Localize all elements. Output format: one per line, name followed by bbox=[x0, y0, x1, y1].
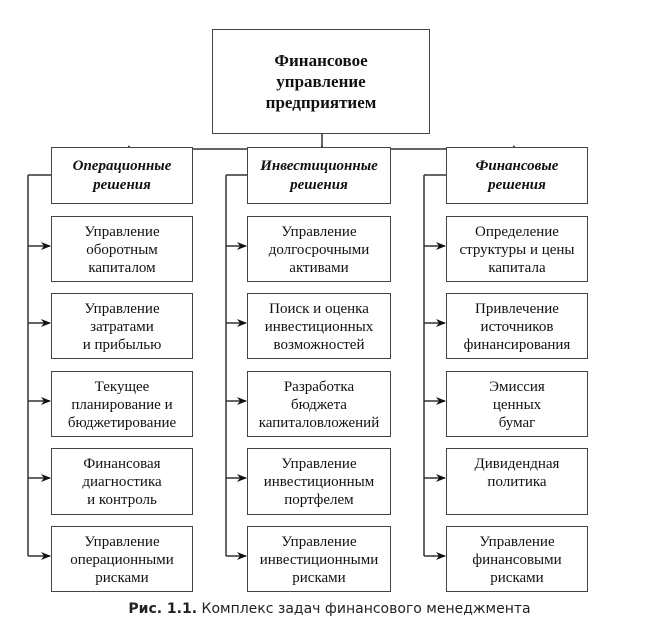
task-label: Управление оборотным капиталом bbox=[84, 224, 160, 276]
task-label: Управление инвестиционными рисками bbox=[259, 534, 379, 586]
task-label: Управление операционными рисками bbox=[70, 534, 174, 586]
task-box: Управление финансовыми рисками bbox=[446, 526, 588, 592]
task-box: Поиск и оценка инвестиционных возможност… bbox=[247, 293, 391, 359]
task-label: Текущее планирование и бюджетирование bbox=[67, 379, 177, 431]
task-box: Определение структуры и цены капитала bbox=[446, 216, 588, 282]
task-box: Управление оборотным капиталом bbox=[51, 216, 193, 282]
task-label: Привлечение источников финансирования bbox=[463, 301, 571, 353]
column-title: Инвестиционные решения bbox=[260, 157, 378, 193]
task-label: Эмиссия ценных бумаг bbox=[489, 379, 545, 431]
task-box: Разработка бюджета капиталовложений bbox=[247, 371, 391, 437]
task-label: Управление инвестиционным портфелем bbox=[263, 456, 375, 508]
caption-label: Рис. 1.1. bbox=[128, 601, 198, 617]
task-label: Финансовая диагностика и контроль bbox=[82, 456, 162, 508]
task-box: Финансовая диагностика и контроль bbox=[51, 448, 193, 515]
root-title: Финансовое управление предприятием bbox=[265, 51, 377, 112]
task-box: Управление затратами и прибылью bbox=[51, 293, 193, 359]
task-label: Управление затратами и прибылью bbox=[82, 301, 162, 353]
task-box: Управление инвестиционным портфелем bbox=[247, 448, 391, 515]
column-title: Финансовые решения bbox=[475, 157, 559, 193]
caption-text: Комплекс задач финансового менеджмента bbox=[201, 601, 531, 617]
task-box: Управление инвестиционными рисками bbox=[247, 526, 391, 592]
column-header-operational: Операционные решения bbox=[51, 147, 193, 204]
column-title: Операционные решения bbox=[72, 157, 172, 193]
task-box: Привлечение источников финансирования bbox=[446, 293, 588, 359]
task-box: Текущее планирование и бюджетирование bbox=[51, 371, 193, 437]
task-label: Управление долгосрочными активами bbox=[268, 224, 370, 276]
figure-caption: Рис. 1.1. Комплекс задач финансового мен… bbox=[0, 601, 659, 617]
task-label: Дивидендная политика bbox=[474, 456, 560, 490]
column-header-investment: Инвестиционные решения bbox=[247, 147, 391, 204]
root-box: Финансовое управление предприятием bbox=[212, 29, 430, 134]
task-label: Определение структуры и цены капитала bbox=[459, 224, 575, 276]
task-label: Управление финансовыми рисками bbox=[472, 534, 562, 586]
task-box: Эмиссия ценных бумаг bbox=[446, 371, 588, 437]
task-label: Поиск и оценка инвестиционных возможност… bbox=[264, 301, 374, 353]
column-header-financial: Финансовые решения bbox=[446, 147, 588, 204]
task-box: Управление долгосрочными активами bbox=[247, 216, 391, 282]
task-box: Управление операционными рисками bbox=[51, 526, 193, 592]
task-box: Дивидендная политика bbox=[446, 448, 588, 515]
task-label: Разработка бюджета капиталовложений bbox=[258, 379, 380, 431]
